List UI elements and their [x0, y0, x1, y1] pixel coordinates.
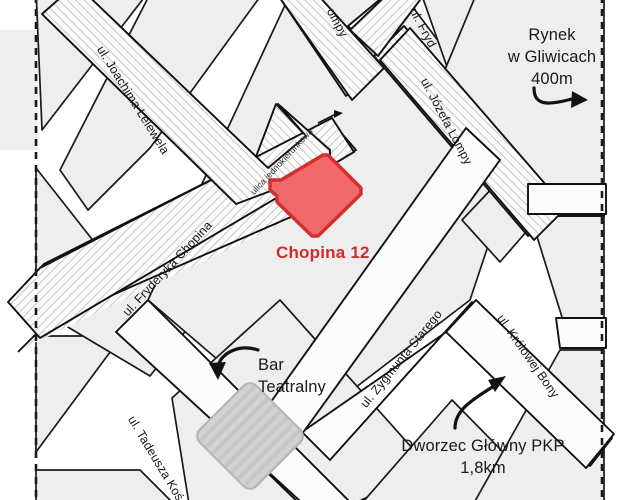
road-connectors — [527, 183, 607, 349]
oneway-arrow — [317, 110, 343, 124]
rynek-arrow-path — [532, 86, 574, 105]
poi-arrow-heads — [209, 91, 588, 392]
poi-rynek-line-3: 400m — [531, 69, 573, 88]
road-lompy-top — [280, 0, 385, 101]
map-border — [34, 0, 604, 500]
poi-bar-line-1: Bar — [258, 356, 284, 374]
poi-dworzec-line-1: Dworzec Główny PKP — [401, 437, 565, 455]
poi-dworzec-line-2: 1,8km — [460, 458, 506, 477]
road-krolowej-bony — [445, 299, 615, 469]
dworzec-arrow-path — [453, 384, 496, 430]
rynek-arrow-head — [571, 91, 588, 108]
dworzec-arrow-head — [488, 376, 506, 392]
poi-label-rynek: Rynek w Gliwicach 400m — [492, 25, 612, 90]
address-label-chopina-12: Chopina 12 — [276, 243, 370, 262]
poi-label-bar-teatralny: Bar Teatralny — [258, 355, 358, 399]
bar-teatralny-building — [196, 382, 304, 490]
chopina-12-highlight[interactable] — [268, 153, 363, 238]
road-fryderyka-top — [349, 0, 422, 57]
bar-arrow-head — [209, 362, 226, 380]
poi-bar-line-2: Teatralny — [258, 377, 326, 396]
road-lelewela — [41, 0, 331, 205]
poi-rynek-line-2: w Gliwicach — [507, 47, 597, 66]
poi-rynek-line-1: Rynek — [528, 26, 576, 44]
poi-label-dworzec: Dworzec Główny PKP 1,8km — [388, 436, 578, 480]
